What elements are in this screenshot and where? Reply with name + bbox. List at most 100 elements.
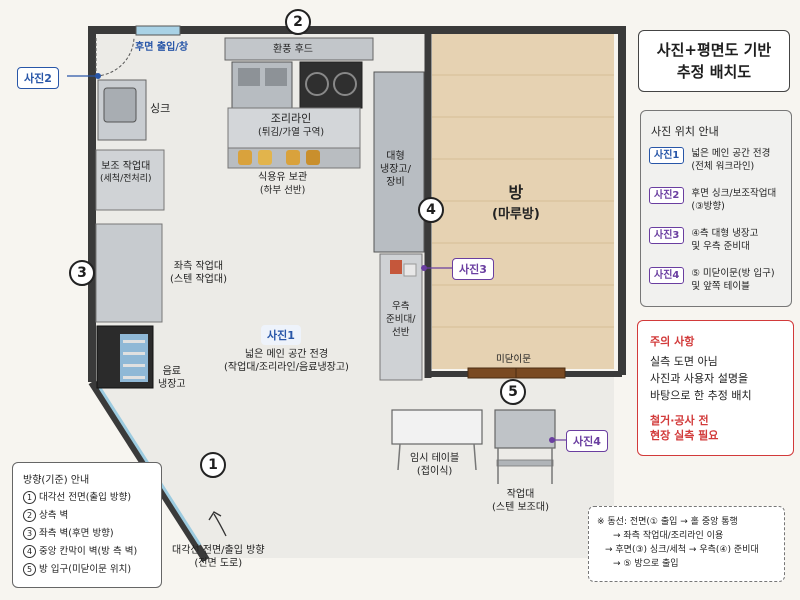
drink-fridge-label: 음료 냉장고 (158, 366, 186, 390)
sliding-door-label: 미닫이문 (496, 354, 531, 365)
caution-line: 사진과 사용자 설명을 (650, 372, 749, 385)
right-prep-label: 우측 준비대/ 선반 (386, 301, 416, 338)
photo-markers (67, 73, 566, 443)
direction-text: 대각선 전면(출입 방향) (39, 492, 132, 503)
temp-table-shape (391, 409, 483, 445)
diagram-title: 사진+평면도 기반 추정 배치도 (638, 30, 790, 92)
aux-table-title: 보조 작업대 (101, 161, 151, 172)
temp-table-sub: (접이식) (416, 466, 453, 477)
caution-red: 철거·공사 전 현장 실측 필요 (650, 413, 718, 443)
guide-line: (③방향) (691, 201, 725, 212)
gas-stove (299, 61, 363, 109)
room-wood-lines (432, 74, 614, 328)
main-space-sub: (작업대/조리라인/음료냉장고) (224, 362, 349, 373)
kitchen-floor (92, 33, 614, 558)
rear-door-swing (95, 37, 135, 77)
temp-table-label: 임시 테이블 (접이식) (410, 452, 459, 478)
sink-label: 싱크 (150, 102, 171, 115)
direction-num: 4 (23, 545, 36, 558)
caution-line: 실측 도면 아님 (650, 355, 718, 368)
guide-line: 넓은 메인 공간 전경 (691, 148, 771, 159)
front-entry-sub: (전면 도로) (194, 558, 243, 569)
photo-guide-panel: 사진 위치 안내 사진1 넓은 메인 공간 전경 (전체 워크라인) 사진2 후면… (640, 110, 792, 307)
cooking-line-title: 조리라인 (270, 112, 312, 125)
guide-line: 및 앞쪽 테이블 (691, 281, 750, 292)
direction-num: 1 (23, 491, 36, 504)
caution-line: 바탕으로 한 추정 배치 (650, 389, 752, 402)
wall-number-2: 2 (285, 9, 311, 35)
sink-basin (103, 87, 137, 123)
wall-number-1: 1 (200, 452, 226, 478)
big-fridge-label: 대형 냉장고/ 장비 (380, 151, 411, 188)
cooking-line-label: 조리라인 (튀김/가열 구역) (258, 112, 324, 140)
direction-num: 5 (23, 563, 36, 576)
direction-num: 3 (23, 527, 36, 540)
flow-line: ※ 동선: 전면(① 출입 → 홀 중앙 통행 (597, 517, 738, 527)
photo1-tag[interactable]: 사진1 (261, 325, 301, 345)
guide-row: 사진4 ⑤ 미닫이문(방 입구) 및 앞쪽 테이블 (649, 267, 775, 293)
guide-row: 사진2 후면 싱크/보조작업대 (③방향) (649, 187, 776, 213)
direction-num: 2 (23, 509, 36, 522)
work-table-shape (494, 409, 556, 449)
flow-line: → ⑤ 방으로 출입 (613, 559, 679, 569)
main-space-title: 넓은 메인 공간 전경 (244, 349, 329, 360)
guide-tag: 사진2 (649, 187, 685, 204)
big-fridge-shape (373, 71, 425, 253)
room-label: 방 (마루방) (492, 182, 540, 226)
left-table-title: 좌측 작업대 (173, 261, 224, 272)
temp-table-title: 임시 테이블 (410, 453, 460, 464)
oil-storage-title: 식용유 보관 (258, 172, 308, 183)
caution-title: 주의 사항 (650, 335, 695, 348)
guide-tag: 사진1 (649, 147, 685, 164)
direction-text: 상측 벽 (39, 510, 69, 521)
guide-tag: 사진3 (649, 227, 685, 244)
caution-body: 실측 도면 아님 사진과 사용자 설명을 바탕으로 한 추정 배치 (650, 353, 752, 404)
photo3-tag[interactable]: 사진3 (452, 258, 494, 280)
photo2-tag[interactable]: 사진2 (17, 67, 59, 89)
caution-red-line: 현장 실측 필요 (650, 429, 719, 442)
oil-storage-label: 식용유 보관 (하부 선반) (258, 171, 307, 197)
photo-guide-title: 사진 위치 안내 (651, 125, 719, 138)
work-table-sub: (스텐 보조대) (492, 502, 549, 513)
guide-line: (전체 워크라인) (691, 161, 755, 172)
direction-text: 중앙 칸막이 벽(방 측 벽) (39, 546, 138, 557)
flow-line: → 후면(③) 싱크/세척 → 우측(④) 준비대 (605, 545, 759, 555)
oil-storage-sub: (하부 선반) (259, 185, 306, 196)
wall-number-5: 5 (500, 379, 526, 405)
left-table-label: 좌측 작업대 (스텐 작업대) (170, 260, 227, 286)
direction-guide-title: 방향(기준) 안내 (23, 475, 90, 486)
title-line2: 추정 배치도 (676, 63, 752, 81)
title-line1: 사진+평면도 기반 (656, 41, 772, 59)
entry-arrow (208, 511, 227, 537)
oil-containers (238, 150, 320, 165)
guide-tag: 사진4 (649, 267, 685, 284)
left-table-sub: (스텐 작업대) (170, 274, 227, 285)
guide-row: 사진1 넓은 메인 공간 전경 (전체 워크라인) (649, 147, 770, 173)
left-table-shape (95, 223, 163, 323)
exhaust-hood (224, 37, 374, 61)
guide-line: 후면 싱크/보조작업대 (691, 188, 777, 199)
direction-text: 방 입구(미닫이문 위치) (39, 564, 132, 575)
work-table-title: 작업대 (506, 489, 535, 500)
room-name: 방 (508, 183, 524, 202)
wall-number-3: 3 (69, 260, 95, 286)
room-sub: (마루방) (492, 207, 540, 222)
caution-panel: 주의 사항 실측 도면 아님 사진과 사용자 설명을 바탕으로 한 추정 배치 … (637, 320, 794, 456)
flow-line: → 좌측 작업대/조리라인 이용 (613, 531, 724, 541)
hood-label: 환풍 후드 (273, 44, 313, 55)
photo4-tag[interactable]: 사진4 (566, 430, 608, 452)
flow-note: ※ 동선: 전면(① 출입 → 홀 중앙 통행 → 좌측 작업대/조리라인 이용… (588, 506, 785, 582)
aux-table-sub: (세척/전처리) (100, 174, 152, 184)
guide-line: 및 우측 준비대 (691, 241, 750, 252)
caution-red-line: 철거·공사 전 (650, 414, 709, 427)
guide-line: ⑤ 미닫이문(방 입구) (691, 268, 775, 279)
rear-window[interactable] (135, 25, 181, 36)
front-entry-label: 대각선 전면/출입 방향 (전면 도로) (172, 544, 265, 570)
